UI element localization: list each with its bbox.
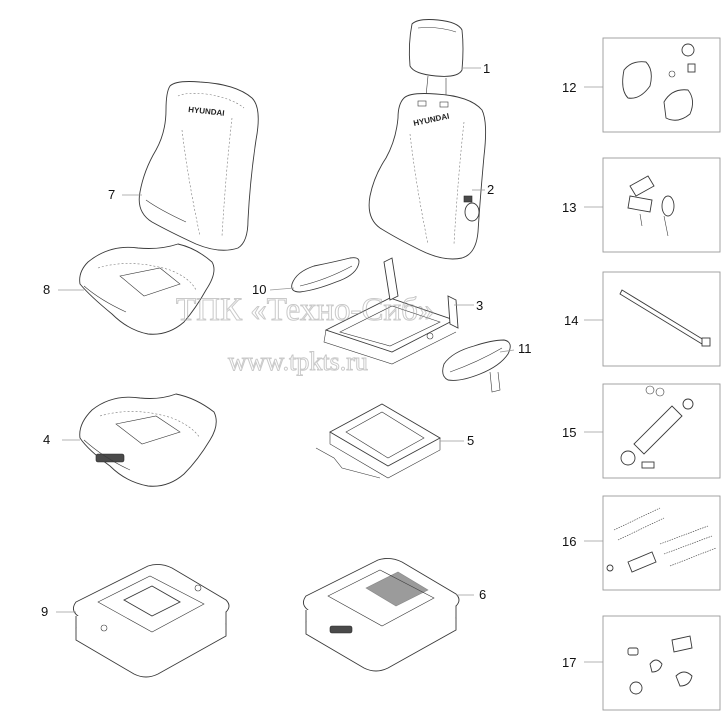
callout-11: 11 [518, 341, 532, 356]
callout-6: 6 [479, 587, 486, 602]
kit-box-15 [602, 383, 721, 479]
kit-box-16 [602, 495, 721, 591]
part-11-armrest [442, 339, 511, 393]
callout-13: 13 [562, 200, 576, 215]
part-10-armrest [291, 257, 360, 293]
watermark-company: ТПК «Техно-Сиб» [176, 292, 434, 328]
part-3-seat-frame [323, 257, 459, 365]
watermark: ТПК «Техно-Сиб» www.tpkts.ru [176, 292, 435, 377]
callout-7: 7 [108, 187, 115, 202]
callout-4: 4 [43, 432, 50, 447]
part-2-backrest: HYUNDAI [368, 93, 487, 260]
callout-3: 3 [476, 298, 483, 313]
callout-10: 10 [252, 282, 266, 297]
kit-box-13 [602, 157, 721, 253]
part-1-headrest [408, 19, 464, 98]
part-5-cushion-frame [315, 403, 441, 479]
backrest-brand-label: HYUNDAI [188, 105, 225, 118]
callout-14: 14 [564, 313, 578, 328]
kit-box-14 [602, 271, 721, 367]
callout-5: 5 [467, 433, 474, 448]
callout-numbers: 1 2 3 4 5 6 7 8 9 10 11 12 13 14 15 16 1… [41, 61, 578, 670]
leader-lines [56, 67, 603, 663]
callout-2: 2 [487, 182, 494, 197]
callout-1: 1 [483, 61, 490, 76]
part-4-cushion [79, 393, 217, 487]
kit-box-17 [602, 615, 721, 711]
part-7-backrest-cover: HYUNDAI [138, 81, 259, 251]
kit-box-12 [602, 37, 721, 133]
callout-9: 9 [41, 604, 48, 619]
callout-16: 16 [562, 534, 576, 549]
part-6-suspension-base [303, 557, 460, 672]
part-9-suspension-base [73, 563, 230, 678]
watermark-url: www.tpkts.ru [228, 347, 368, 376]
callout-17: 17 [562, 655, 576, 670]
callout-8: 8 [43, 282, 50, 297]
part-8-cushion-cover [79, 243, 215, 335]
callout-15: 15 [562, 425, 576, 440]
callout-12: 12 [562, 80, 576, 95]
